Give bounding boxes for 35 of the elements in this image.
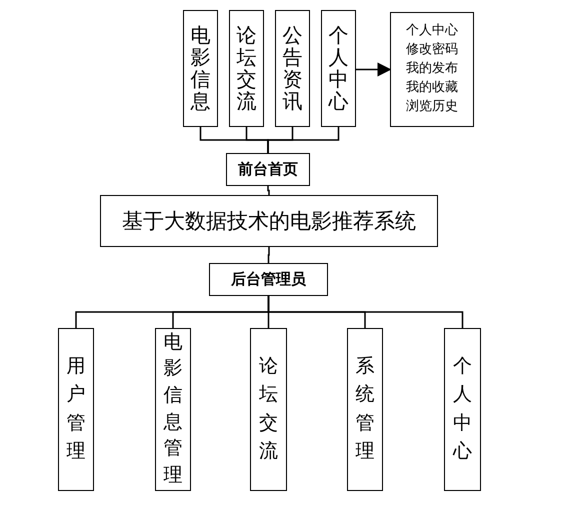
connector-line bbox=[267, 186, 270, 195]
list-box bbox=[390, 12, 474, 127]
module-box bbox=[226, 153, 310, 186]
module-box bbox=[321, 10, 356, 127]
module-label: 论坛交流 bbox=[259, 354, 278, 464]
module-label: 个人中心 bbox=[328, 24, 348, 112]
module-box bbox=[347, 328, 383, 491]
module-label: 论坛交流 bbox=[236, 24, 256, 112]
list-item: 个人中心 bbox=[406, 22, 458, 40]
module-label: 后台管理员 bbox=[231, 270, 306, 289]
module-box bbox=[100, 195, 438, 247]
list-item: 修改密码 bbox=[406, 41, 458, 60]
list-item: 浏览历史 bbox=[406, 98, 458, 116]
module-box bbox=[275, 10, 310, 127]
module-label: 基于大数据技术的电影推荐系统 bbox=[122, 208, 416, 235]
connector-line bbox=[268, 296, 464, 328]
module-box bbox=[58, 328, 94, 491]
module-label: 公告资讯 bbox=[282, 24, 302, 112]
module-box bbox=[183, 10, 218, 127]
module-label: 电影信息 bbox=[190, 24, 210, 112]
module-box bbox=[444, 328, 481, 491]
module-box bbox=[209, 263, 328, 296]
list-item: 我的发布 bbox=[406, 60, 458, 78]
module-label: 用户管理 bbox=[66, 354, 86, 464]
module-label: 电影信息管理 bbox=[164, 330, 182, 488]
arrow bbox=[356, 62, 392, 76]
connector-line bbox=[267, 127, 340, 153]
module-label: 系统管理 bbox=[356, 354, 374, 464]
module-box bbox=[250, 328, 287, 491]
module-box bbox=[229, 10, 264, 127]
module-label: 前台首页 bbox=[238, 160, 298, 179]
module-box bbox=[155, 328, 191, 491]
module-label: 个人中心 bbox=[453, 354, 472, 464]
connector-line bbox=[268, 247, 270, 263]
list-item: 我的收藏 bbox=[406, 78, 458, 97]
